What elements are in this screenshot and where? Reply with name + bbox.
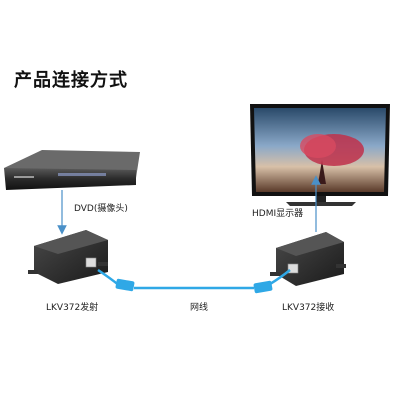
receiver-label: LKV372接收 (282, 303, 335, 313)
receiver-box-image (270, 232, 346, 286)
cable-label: 网线 (190, 303, 209, 313)
tv-monitor-image (250, 104, 390, 206)
transmitter-box-image (28, 230, 108, 284)
network-cable (97, 268, 291, 294)
transmitter-label: LKV372发射 (46, 303, 99, 313)
dvd-label: DVD(摄像头) (74, 204, 128, 214)
page-title: 产品连接方式 (14, 70, 128, 91)
tv-label: HDMI显示器 (252, 209, 304, 219)
dvd-player-image (4, 150, 140, 190)
